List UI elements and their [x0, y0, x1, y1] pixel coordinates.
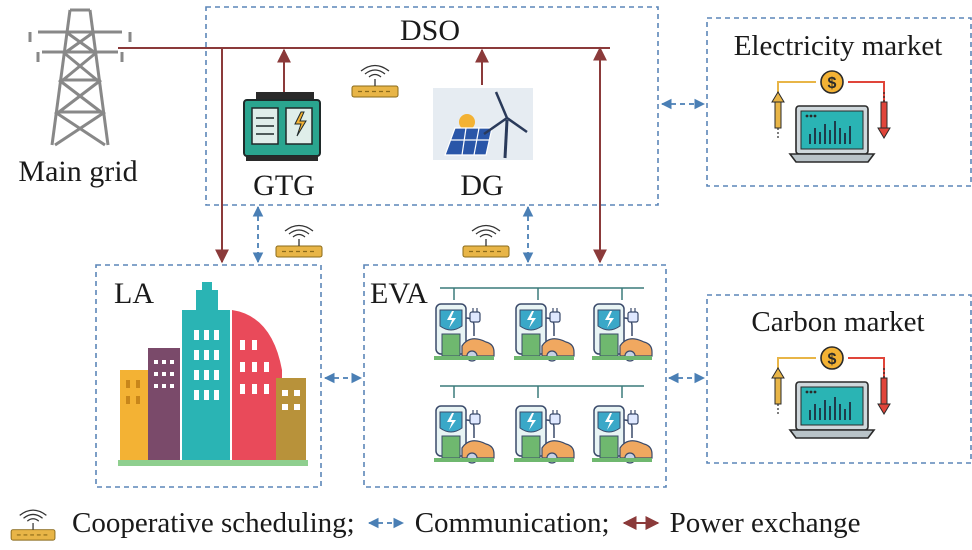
- main-grid-label: Main grid: [18, 155, 137, 188]
- dso-label: DSO: [400, 14, 460, 47]
- router-icon: [275, 224, 323, 258]
- legend-power-label: Power exchange: [669, 506, 861, 539]
- market-laptop-icon: [771, 70, 891, 163]
- la-box: [95, 264, 322, 488]
- legend-power: Power exchange: [620, 506, 861, 540]
- carbon-market-label: Carbon market: [751, 306, 924, 338]
- legend-communication-label: Communication;: [414, 506, 610, 539]
- power-arrow-icon: [622, 516, 660, 530]
- legend-cooperative: Cooperative scheduling;: [6, 503, 355, 543]
- electricity-market-label: Electricity market: [734, 30, 943, 62]
- dso-box: [205, 6, 659, 206]
- router-icon: [10, 509, 56, 541]
- transmission-tower-icon: [28, 8, 132, 147]
- solar-wind-icon: [433, 88, 533, 160]
- ev-charger-icon: [433, 303, 495, 362]
- legend: Cooperative scheduling; Communication; P…: [6, 500, 966, 546]
- eva-label: EVA: [370, 277, 428, 310]
- charger-busbars: [440, 287, 644, 398]
- generator-icon: [243, 92, 321, 161]
- legend-cooperative-label: Cooperative scheduling;: [72, 506, 355, 539]
- router-icon: [462, 224, 510, 258]
- gtg-label: GTG: [253, 169, 315, 202]
- dg-label: DG: [460, 169, 503, 202]
- power-lines: [118, 46, 610, 264]
- carbon-laptop-icon: [771, 346, 891, 439]
- ev-charger-icon: [591, 405, 653, 464]
- router-icon: [351, 64, 399, 98]
- legend-communication: Communication;: [365, 507, 610, 540]
- ev-charger-icon: [591, 303, 653, 362]
- communication-lines: [252, 98, 706, 384]
- la-label: LA: [114, 277, 154, 310]
- ev-charger-icon: [513, 405, 575, 464]
- communication-arrow-icon: [367, 517, 404, 529]
- eva-box: [363, 264, 667, 488]
- city-buildings-icon: [118, 282, 308, 466]
- ev-charger-icon: [513, 303, 575, 362]
- ev-charger-icon: [433, 405, 495, 464]
